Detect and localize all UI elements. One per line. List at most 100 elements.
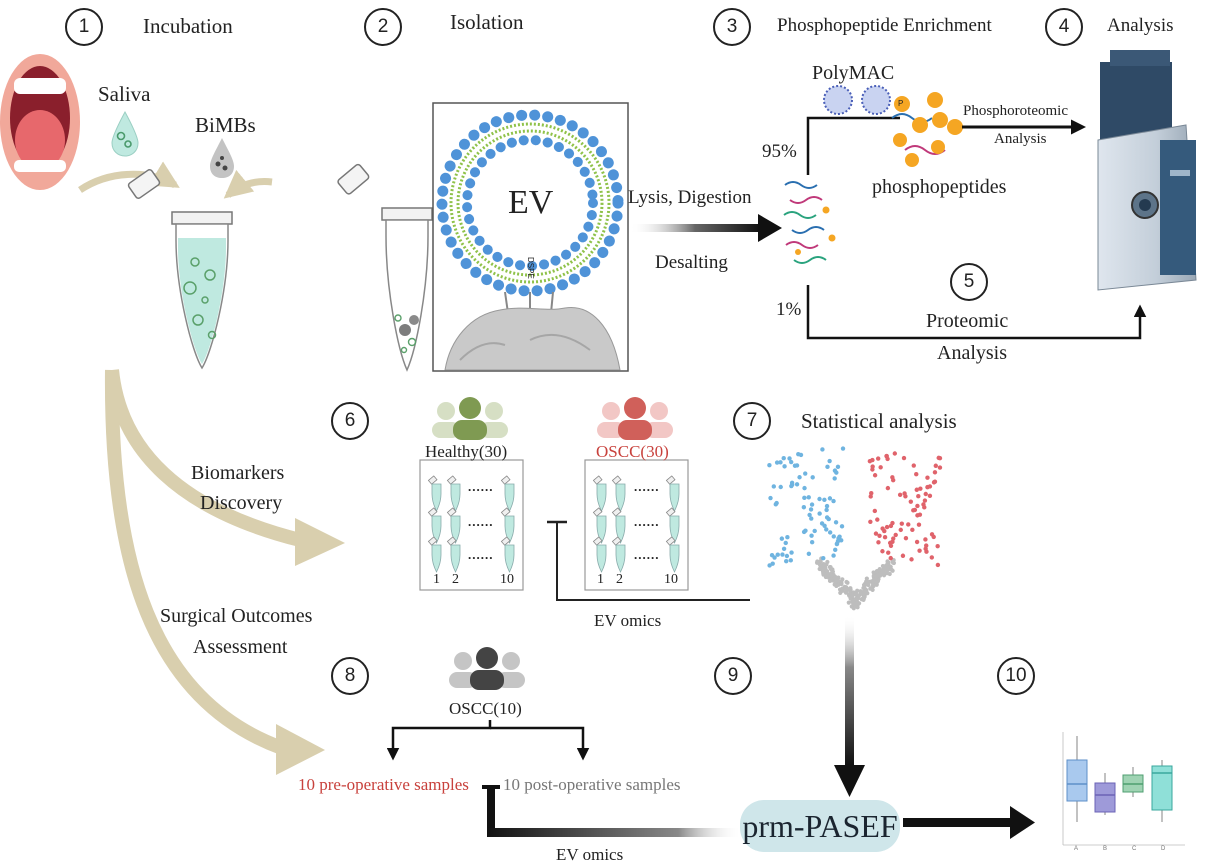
sample-tube-icon xyxy=(446,475,461,512)
sample-tube-icon xyxy=(446,507,461,544)
step-10-circle: 10 xyxy=(997,657,1035,695)
pre-operative-label: 10 pre-operative samples xyxy=(298,775,469,794)
healthy-dots-row-3: ...... xyxy=(468,547,494,562)
oscc-dots-row-3: ...... xyxy=(634,547,660,562)
sample-tube-icon xyxy=(427,507,442,544)
saliva-drop-icon xyxy=(111,110,139,157)
ev-omics-bracket-1 xyxy=(547,520,750,601)
oscc10-split-arrows xyxy=(386,720,590,761)
title-analysis: Analysis xyxy=(1107,15,1174,36)
oscc10-label: OSCC(10) xyxy=(449,699,522,718)
polymac-beads-icon xyxy=(823,85,891,115)
oscc-dots-row-2: ...... xyxy=(634,514,660,529)
to-boxplot-arrow xyxy=(903,806,1035,839)
enrichment-branch xyxy=(806,116,900,175)
ev-panel xyxy=(432,102,629,372)
oscc-cohort-icon xyxy=(597,397,673,440)
healthy-dots-row-1: ...... xyxy=(468,479,494,494)
title-incubation: Incubation xyxy=(143,14,233,38)
healthy-tube-number-10: 10 xyxy=(500,572,514,587)
surgical-outcomes-label: Surgical Outcomes xyxy=(160,605,313,627)
step-9-circle: 9 xyxy=(714,657,752,695)
sample-tube-icon xyxy=(427,536,442,573)
bimbs-label: BiMBs xyxy=(195,113,256,137)
step-1-circle: 1 xyxy=(65,8,103,46)
lysis-digestion-label: Lysis, Digestion xyxy=(628,187,752,208)
tan-arrows xyxy=(78,161,345,775)
title-statistical-analysis: Statistical analysis xyxy=(801,409,957,433)
step-3-circle: 3 xyxy=(713,8,751,46)
healthy-cohort-icon xyxy=(432,397,508,440)
sample-tube-icon xyxy=(665,507,680,544)
oscc10-cohort-icon xyxy=(449,647,525,690)
sample-tube-icon xyxy=(427,475,442,512)
to-prm-arrow xyxy=(834,615,865,797)
pct-proteomic-label: 1% xyxy=(776,299,802,320)
mouth-illustration xyxy=(0,54,80,190)
biomarkers-label: Biomarkers xyxy=(191,462,285,484)
healthy-cohort-label: Healthy(30) xyxy=(425,442,508,461)
peptide-mixture-icon xyxy=(783,181,836,264)
step-5-circle: 5 xyxy=(950,263,988,301)
sample-tube-icon xyxy=(611,475,626,512)
oscc-cohort-label: OSCC(30) xyxy=(596,442,669,461)
oscc-tube-number-10: 10 xyxy=(664,572,678,587)
saliva-label: Saliva xyxy=(98,82,151,106)
phospho-p-label: P xyxy=(898,99,904,108)
step-8-circle: 8 xyxy=(331,657,369,695)
title-phosphopeptide-enrichment: Phosphopeptide Enrichment xyxy=(777,15,992,36)
sample-tube-grid xyxy=(427,475,680,573)
discovery-label: Discovery xyxy=(200,492,283,514)
proteomic-label-1: Proteomic xyxy=(926,310,1009,332)
lysis-arrow xyxy=(630,214,782,242)
boxplot-xtick-c: C xyxy=(1132,846,1137,852)
sample-tube-icon xyxy=(500,536,515,573)
proteomic-label-2: Analysis xyxy=(937,342,1007,364)
boxplot-xtick-a: A xyxy=(1074,846,1079,852)
healthy-dots-row-2: ...... xyxy=(468,514,494,529)
assessment-label: Assessment xyxy=(193,636,288,658)
proteomic-branch xyxy=(806,285,1147,340)
sample-tube-icon xyxy=(665,536,680,573)
sample-tube-icon xyxy=(592,507,607,544)
oscc-tube-number-2: 2 xyxy=(616,572,623,587)
volcano-plot xyxy=(767,446,943,611)
ev-omics-label-1: EV omics xyxy=(594,611,662,630)
isolation-tube-icon xyxy=(337,163,433,372)
pct-enrichment-label: 95% xyxy=(762,141,797,162)
mass-spectrometer-icon xyxy=(1097,50,1197,291)
ev-label: EV xyxy=(508,184,554,221)
step-7-circle: 7 xyxy=(733,402,771,440)
ev-omics-bracket-2 xyxy=(482,785,742,837)
sample-tube-icon xyxy=(611,507,626,544)
boxplot-xtick-b: B xyxy=(1103,846,1108,852)
phospho-analysis-label-1: Phosphoroteomic xyxy=(963,103,1068,119)
healthy-tube-number-2: 2 xyxy=(452,572,459,587)
boxplot-thumbnail xyxy=(1062,732,1185,846)
sample-tube-icon xyxy=(446,536,461,573)
healthy-tube-number-1: 1 xyxy=(433,572,440,587)
title-isolation: Isolation xyxy=(450,10,524,34)
oscc-tube-number-1: 1 xyxy=(597,572,604,587)
prm-pasef-label: prm-PASEF xyxy=(740,800,900,852)
step-2-circle: 2 xyxy=(364,8,402,46)
sample-tube-icon xyxy=(500,507,515,544)
sample-tube-icon xyxy=(611,536,626,573)
boxplot-xtick-d: D xyxy=(1161,846,1166,852)
incubation-tube-icon xyxy=(127,169,233,370)
oscc-dots-row-1: ...... xyxy=(634,479,660,494)
polymac-label: PolyMAC xyxy=(812,62,895,84)
dspe-label: DSPE xyxy=(526,257,535,279)
phosphopeptides-label: phosphopeptides xyxy=(872,176,1007,198)
step-6-circle: 6 xyxy=(331,402,369,440)
step-4-circle: 4 xyxy=(1045,8,1083,46)
phosphopeptides-icon xyxy=(891,92,963,167)
sample-tube-icon xyxy=(592,475,607,512)
desalting-label: Desalting xyxy=(655,252,728,273)
sample-tube-icon xyxy=(592,536,607,573)
phospho-analysis-label-2: Analysis xyxy=(994,131,1047,147)
post-operative-label: 10 post-operative samples xyxy=(503,775,681,794)
ev-omics-label-2: EV omics xyxy=(556,845,624,864)
sample-tube-icon xyxy=(500,475,515,512)
